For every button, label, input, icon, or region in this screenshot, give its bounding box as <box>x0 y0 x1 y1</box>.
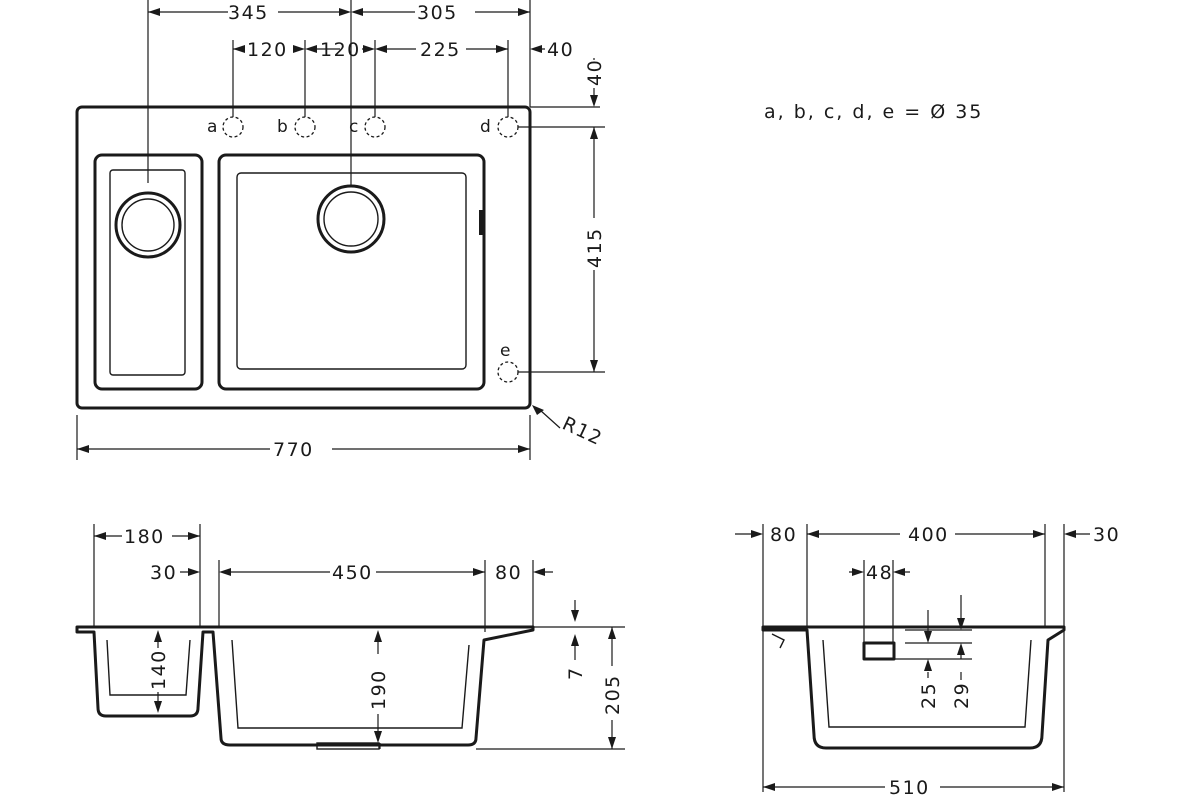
dimension-arrows <box>77 8 598 453</box>
dim-450: 450 <box>332 562 373 584</box>
hole-b <box>294 116 316 138</box>
hole-a <box>222 116 244 138</box>
dim-120-b: 120 <box>320 39 361 61</box>
top-view: a b c d e 345 <box>75 0 606 461</box>
hole-c <box>364 116 386 138</box>
small-drain-outer <box>114 191 182 259</box>
dim-415: 415 <box>584 227 606 268</box>
dim-r12: R12 <box>559 413 606 451</box>
dim-190: 190 <box>368 669 390 710</box>
section-right: 80 400 30 48 25 29 510 <box>735 524 1120 799</box>
dim-400: 400 <box>908 524 949 546</box>
section-left-arrows <box>94 532 616 749</box>
hole-diameter-note: a, b, c, d, e = Ø 35 <box>764 101 983 123</box>
dim-80-left: 80 <box>495 562 522 584</box>
dim-305: 305 <box>417 2 458 24</box>
large-bowl-inner <box>236 172 467 370</box>
section-right-dimlines <box>735 533 1090 788</box>
section-right-clip <box>771 633 785 649</box>
dim-510: 510 <box>889 777 930 799</box>
dim-30-right: 30 <box>1093 524 1120 546</box>
large-bowl <box>217 153 486 391</box>
sink-outline <box>75 105 532 410</box>
dim-80-right: 80 <box>770 524 797 546</box>
dim-30-left: 30 <box>150 562 177 584</box>
hole-label-d: d <box>480 117 492 137</box>
section-right-inner <box>822 639 1032 728</box>
dim-225: 225 <box>420 39 461 61</box>
dimension-lines <box>77 11 595 450</box>
section-right-arrows <box>751 530 1076 791</box>
large-drain-outer <box>316 184 386 254</box>
dim-40-v: 40 <box>584 59 606 86</box>
dim-29: 29 <box>951 682 973 709</box>
section-left-drain <box>316 742 380 750</box>
dim-345: 345 <box>228 2 269 24</box>
hole-label-e: e <box>500 341 512 361</box>
overflow-box <box>862 641 896 661</box>
extension-lines <box>76 0 605 460</box>
dim-40-h: 40 <box>547 39 574 61</box>
hole-label-b: b <box>277 117 289 137</box>
overflow-slot <box>479 210 483 235</box>
small-bowl-inner <box>109 169 186 376</box>
dim-140: 140 <box>148 649 170 690</box>
section-left-dimlines <box>94 535 613 749</box>
small-drain-inner <box>121 198 175 252</box>
large-drain-inner <box>323 191 379 247</box>
dim-7: 7 <box>565 666 587 680</box>
section-right-extensions <box>762 524 1065 792</box>
dim-205: 205 <box>602 674 624 715</box>
small-bowl <box>93 153 204 391</box>
dim-25: 25 <box>918 682 940 709</box>
dim-180: 180 <box>124 526 165 548</box>
dim-770: 770 <box>273 439 314 461</box>
section-right-profile <box>761 625 1066 750</box>
hole-label-c: c <box>349 117 360 137</box>
hole-label-a: a <box>207 117 219 137</box>
section-left: 180 30 450 80 140 190 7 205 <box>75 524 625 750</box>
hole-e <box>497 361 519 383</box>
section-left-profile <box>75 625 535 747</box>
dim-48: 48 <box>866 562 893 584</box>
section-left-inner <box>106 639 470 729</box>
section-left-extensions <box>93 524 625 750</box>
dim-120-a: 120 <box>247 39 288 61</box>
hole-d <box>497 116 519 138</box>
